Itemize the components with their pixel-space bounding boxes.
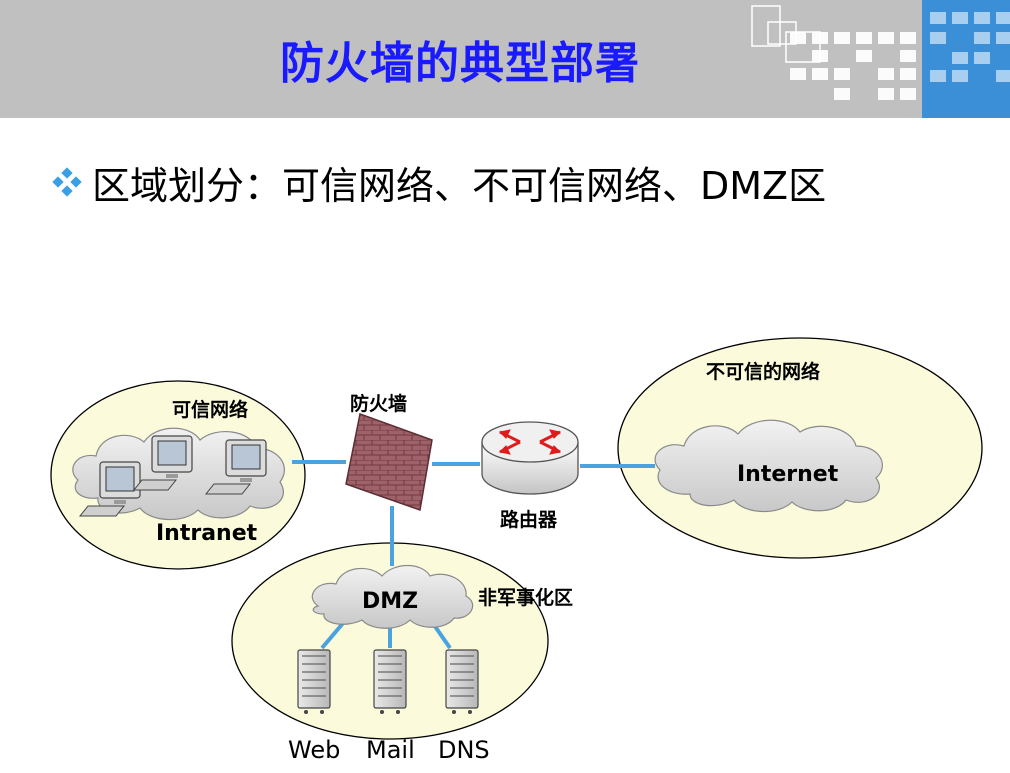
dmz-label: DMZ: [362, 589, 418, 614]
firewall-icon: [345, 412, 433, 512]
router-icon: [481, 421, 579, 495]
router-label: 路由器: [500, 508, 558, 531]
intranet-pc-1: [78, 461, 141, 517]
intranet-label: Intranet: [156, 521, 258, 546]
web-server-icon: [297, 649, 331, 714]
internet-cloud: [654, 419, 883, 513]
dns-server-icon: [445, 649, 479, 714]
internet-label: Internet: [737, 462, 839, 487]
web-server-label: Web: [288, 736, 340, 764]
intranet-pc-2: [132, 435, 193, 491]
mail-server-label: Mail: [366, 736, 415, 764]
dmz-cloud: [311, 564, 474, 629]
bullet-line: 区域划分：可信网络、不可信网络、DMZ区: [52, 152, 826, 212]
dmz-zone-label: 非军事化区: [478, 586, 573, 609]
trusted-zone-label: 可信网络: [172, 398, 248, 421]
mail-server-icon: [373, 649, 407, 714]
bullet-text: 区域划分：可信网络、不可信网络、DMZ区: [92, 163, 827, 208]
header-bar: 防火墙的典型部署: [0, 0, 1010, 118]
diamond-bullet-icon: [52, 167, 82, 197]
untrusted-zone-label: 不可信的网络: [706, 360, 820, 383]
intranet-pc-3: [204, 439, 267, 495]
header-decoration: [751, 0, 1010, 118]
slide-title: 防火墙的典型部署: [280, 38, 640, 89]
firewall-label: 防火墙: [350, 392, 407, 415]
dns-server-label: DNS: [438, 736, 490, 764]
dmz-web-link: [320, 620, 346, 650]
